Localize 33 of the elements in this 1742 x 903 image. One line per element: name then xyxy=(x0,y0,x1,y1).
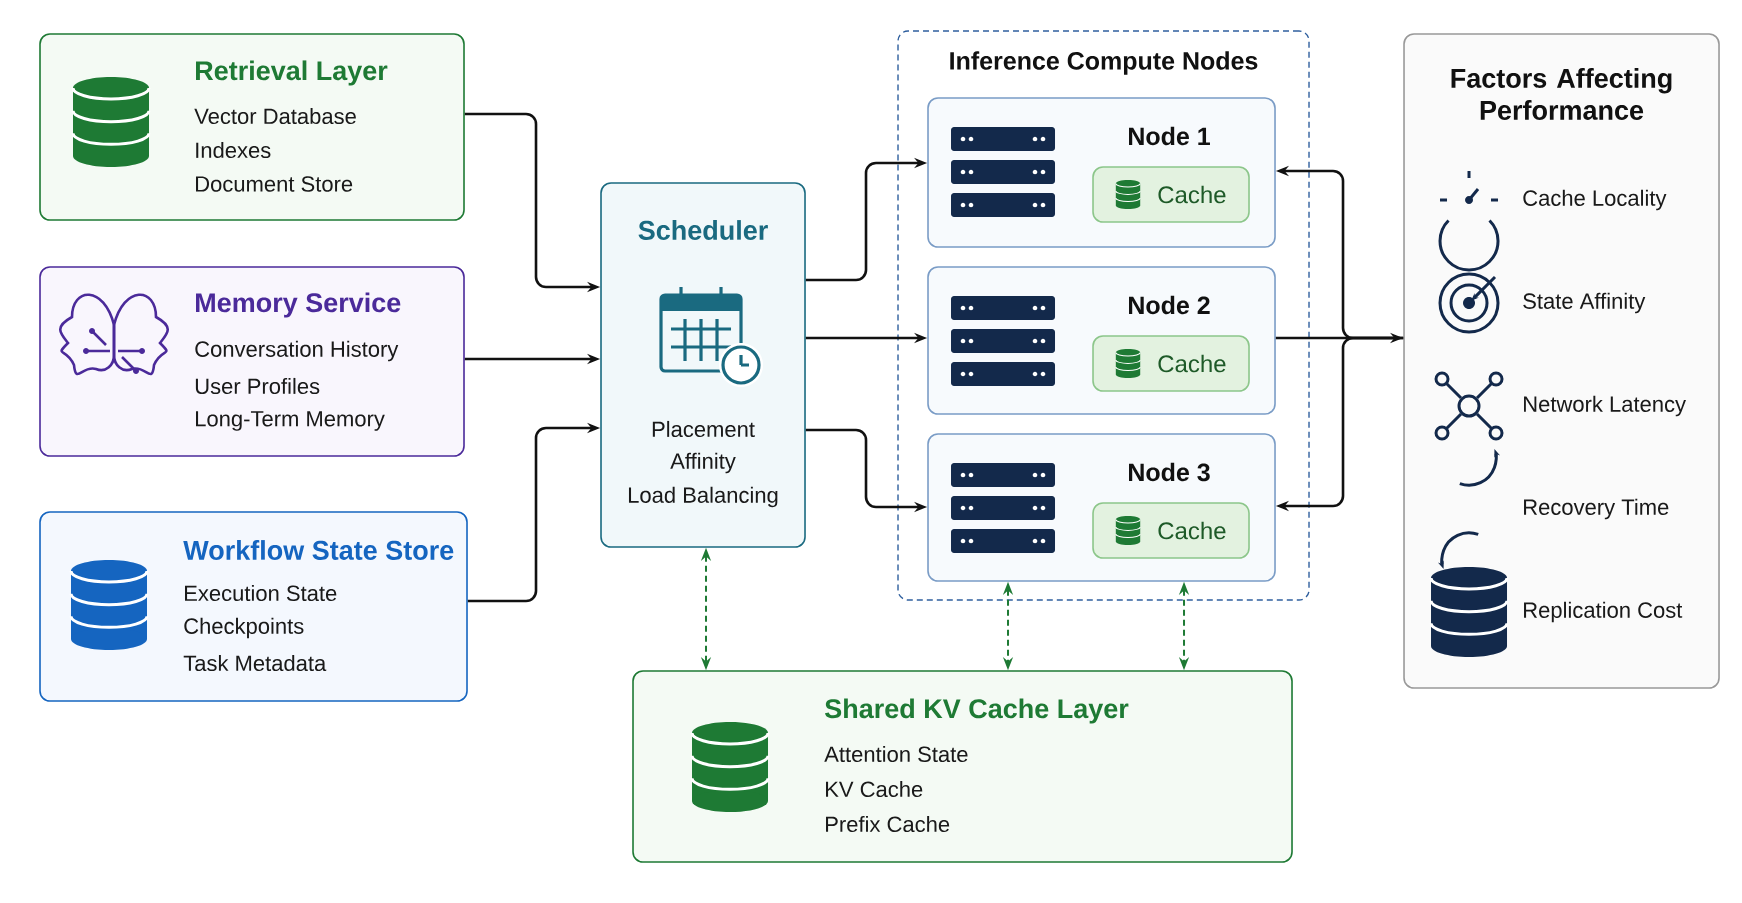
box-title: Memory Service xyxy=(196,292,401,318)
list-item: Document Store xyxy=(196,176,353,192)
box-title: Shared KV Cache Layer xyxy=(825,698,1129,724)
list-item: Load Balancing xyxy=(628,486,778,508)
cache-label: Cache xyxy=(1158,521,1226,540)
list-item: Vector Database xyxy=(194,107,356,125)
box-title: Scheduler xyxy=(638,220,768,240)
cache-label: Cache xyxy=(1158,185,1226,204)
list-item: Task Metadata xyxy=(183,654,327,672)
factor-label: Recovery Time xyxy=(1524,498,1669,520)
group-title: Inference Compute Nodes xyxy=(950,51,1258,75)
factor-label: State Affinity xyxy=(1523,292,1646,314)
list-item: Checkpoints xyxy=(184,617,304,639)
list-item: Affinity xyxy=(670,452,736,474)
list-item: Prefix Cache xyxy=(826,815,950,833)
box-title: Retrieval Layer xyxy=(196,60,388,86)
list-item: User Profiles xyxy=(195,377,320,395)
factor-label: Cache Locality xyxy=(1523,189,1667,211)
node-title: Node 3 xyxy=(1129,462,1210,482)
node-title: Node 2 xyxy=(1129,295,1210,315)
list-item: Indexes xyxy=(196,141,271,159)
cache-label: Cache xyxy=(1158,354,1226,373)
list-item: KV Cache xyxy=(826,780,923,798)
node-title: Node 1 xyxy=(1129,126,1210,146)
factor-label: Network Latency xyxy=(1524,395,1686,417)
list-item: Placement xyxy=(652,420,755,438)
list-item: Long-Term Memory xyxy=(196,411,385,431)
list-item: Attention State xyxy=(824,745,968,763)
box-title: Workflow State Store xyxy=(183,540,454,560)
panel-title: Factors Affecting Performance xyxy=(1451,68,1672,120)
list-item: Conversation History xyxy=(195,340,399,362)
factor-label: Replication Cost xyxy=(1524,601,1683,623)
list-item: Execution State xyxy=(185,584,337,602)
